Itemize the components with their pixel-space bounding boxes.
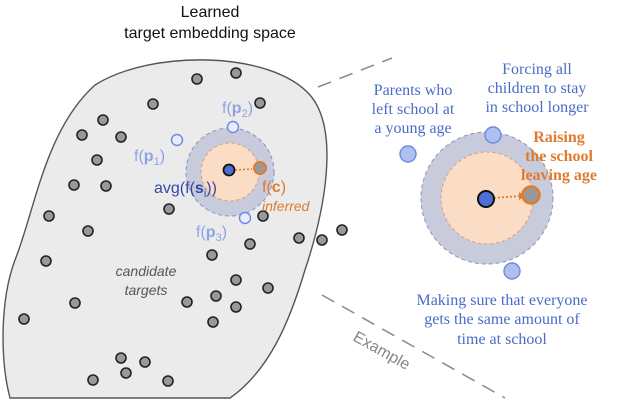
raising-point [521, 185, 541, 205]
c-point [253, 161, 267, 175]
candidate-dot [162, 375, 174, 387]
svg-text:Forcing all: Forcing all [502, 61, 572, 78]
parents-text: Parents who left school at a young age [372, 82, 455, 137]
embedding-space-region [2, 59, 328, 399]
fc-label: f(c) [262, 179, 286, 196]
fp3-label: f(p3) [196, 224, 227, 244]
candidate-dot [230, 274, 242, 286]
candidate-dot [230, 301, 242, 313]
candidate-dot [147, 98, 159, 110]
candidate-dot [82, 225, 94, 237]
zoom-line-bottom [321, 294, 506, 399]
candidate-dot [230, 67, 242, 79]
candidate-dot [97, 114, 109, 126]
candidate-dot [207, 316, 219, 328]
p1-point [170, 133, 184, 147]
candidate-dot [115, 352, 127, 364]
example-label: Example [350, 329, 413, 374]
forcing-point [484, 126, 502, 144]
candidate-dot [139, 356, 151, 368]
svg-text:the school: the school [525, 148, 594, 165]
candidate-label-line-2: targets [125, 282, 168, 298]
candidate-dot [40, 255, 52, 267]
candidate-dot [68, 179, 80, 191]
avg-point [222, 163, 236, 177]
candidate-dot [206, 249, 218, 261]
p3-point [238, 211, 252, 225]
title-line-1: Learned [181, 4, 240, 21]
fp1-label: f(p1) [134, 148, 165, 168]
candidate-dot [293, 232, 305, 244]
candidate-dot [163, 203, 175, 215]
candidate-dot [18, 313, 30, 325]
candidate-dot [244, 238, 256, 250]
candidate-dot [120, 367, 132, 379]
candidate-dot [254, 97, 266, 109]
title-line-2: target embedding space [124, 25, 296, 42]
making-point [503, 262, 521, 280]
svg-text:left school at: left school at [372, 101, 455, 118]
candidate-dot [87, 374, 99, 386]
candidate-target-dots [18, 67, 348, 387]
candidate-dot [43, 210, 55, 222]
candidate-dot [210, 290, 222, 302]
candidate-dot [336, 224, 348, 236]
forcing-text: Forcing all children to stay in school l… [485, 61, 589, 116]
svg-text:Raising: Raising [533, 129, 585, 146]
right-avg-to-c-arrow-line [493, 195, 521, 199]
avg-to-c-arrow-line [234, 168, 253, 171]
candidate-dot [181, 296, 193, 308]
candidate-dot [76, 129, 88, 141]
svg-text:Making sure that everyone: Making sure that everyone [416, 292, 587, 309]
candidate-dot [262, 282, 274, 294]
p2-point [226, 120, 240, 134]
candidate-dot [100, 180, 112, 192]
zoom-line-top [317, 57, 393, 88]
candidate-dot [191, 73, 203, 85]
svg-text:children to stay: children to stay [488, 80, 587, 97]
svg-text:leaving age: leaving age [521, 167, 597, 184]
parents-point [399, 145, 417, 163]
inferred-label: inferred [262, 198, 311, 214]
svg-text:gets the same amount of: gets the same amount of [424, 311, 580, 328]
svg-text:a young age: a young age [374, 120, 451, 137]
candidate-label-line-1: candidate [116, 263, 177, 279]
candidate-dot [257, 210, 269, 222]
candidate-dot [115, 131, 127, 143]
candidate-dot [91, 154, 103, 166]
right-avg-point [477, 190, 495, 208]
svg-text:time at school: time at school [457, 331, 547, 348]
candidate-dot [69, 297, 81, 309]
raising-text: Raising the school leaving age [521, 129, 597, 184]
avg-label: avg(f(si)) [154, 180, 217, 200]
svg-text:Parents who: Parents who [374, 82, 453, 99]
candidate-dot [316, 234, 328, 246]
making-text: Making sure that everyone gets the same … [416, 292, 587, 348]
fp2-label: f(p2) [222, 100, 253, 120]
svg-text:in school longer: in school longer [485, 99, 589, 116]
